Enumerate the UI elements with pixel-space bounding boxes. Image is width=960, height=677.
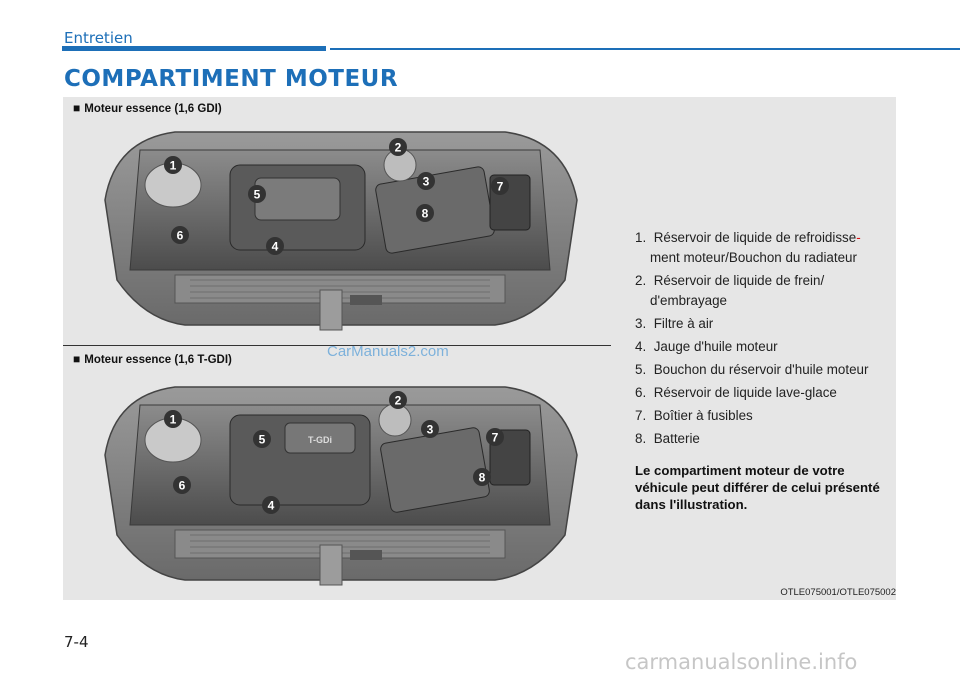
svg-text:1: 1 [170, 159, 177, 173]
svg-text:2: 2 [395, 394, 402, 408]
callout-3: 3 [421, 420, 439, 438]
legend-item: 7. Boîtier à fusibles [635, 408, 753, 423]
svg-text:8: 8 [479, 471, 486, 485]
callout-5: 5 [253, 430, 271, 448]
legend-item: 6. Réservoir de liquide lave-glace [635, 385, 837, 400]
callout-1: 1 [164, 156, 182, 174]
callout-3: 3 [417, 172, 435, 190]
callout-4: 4 [262, 496, 280, 514]
page-number: 7-4 [64, 633, 89, 651]
legend-item: 3. Filtre à air [635, 316, 714, 331]
caption-marker: ■ [73, 101, 81, 115]
callout-2: 2 [389, 391, 407, 409]
callout-5: 5 [248, 185, 266, 203]
callout-6: 6 [171, 226, 189, 244]
image-reference: OTLE075001/OTLE075002 [780, 587, 896, 598]
callout-4: 4 [266, 237, 284, 255]
engine-caption-tgdi: ■Moteur essence (1,6 T-GDI) [73, 352, 232, 366]
header-rule-thin [330, 48, 960, 50]
svg-text:6: 6 [177, 229, 184, 243]
callout-8: 8 [416, 204, 434, 222]
svg-text:8: 8 [422, 207, 429, 221]
legend-item: 1. Réservoir de liquide de refroidisse-m… [635, 230, 861, 265]
footer-watermark: carmanualsonline.info [625, 650, 858, 674]
engine-divider [63, 345, 611, 346]
caption-marker: ■ [73, 352, 81, 366]
component-legend: 1. Réservoir de liquide de refroidisse-m… [635, 228, 895, 452]
legend-item: 2. Réservoir de liquide de frein/d'embra… [635, 273, 825, 308]
svg-text:4: 4 [268, 499, 275, 513]
svg-text:6: 6 [179, 479, 186, 493]
site-watermark: CarManuals2.com [327, 343, 449, 360]
svg-text:7: 7 [497, 180, 504, 194]
legend-item: 5. Bouchon du réservoir d'huile moteur [635, 362, 869, 377]
callout-7: 7 [486, 428, 504, 446]
svg-text:5: 5 [254, 188, 261, 202]
page-title: COMPARTIMENT MOTEUR [64, 66, 399, 92]
svg-text:1: 1 [170, 413, 177, 427]
engine-illustration-tgdi: T-GDi 1 2 3 4 5 6 7 8 [104, 386, 578, 586]
engine-caption-gdi: ■Moteur essence (1,6 GDI) [73, 101, 222, 115]
callout-8: 8 [473, 468, 491, 486]
svg-text:7: 7 [492, 431, 499, 445]
legend-item: 4. Jauge d'huile moteur [635, 339, 778, 354]
svg-text:3: 3 [423, 175, 430, 189]
callout-6: 6 [173, 476, 191, 494]
svg-text:5: 5 [259, 433, 266, 447]
section-label: Entretien [64, 29, 133, 47]
svg-text:2: 2 [395, 141, 402, 155]
illustration-note: Le compartiment moteur de votre véhicule… [635, 463, 880, 512]
engine-caption-label: Moteur essence (1,6 GDI) [84, 103, 222, 115]
callout-2: 2 [389, 138, 407, 156]
engine-cover-text: T-GDi [308, 435, 332, 445]
header-rule-thick [62, 46, 326, 51]
svg-text:3: 3 [427, 423, 434, 437]
engine-illustration-gdi: 1 2 3 4 5 6 7 8 [104, 131, 578, 331]
svg-text:4: 4 [272, 240, 279, 254]
engine-caption-label: Moteur essence (1,6 T-GDI) [84, 354, 232, 366]
callout-7: 7 [491, 177, 509, 195]
callout-1: 1 [164, 410, 182, 428]
legend-item: 8. Batterie [635, 431, 700, 446]
